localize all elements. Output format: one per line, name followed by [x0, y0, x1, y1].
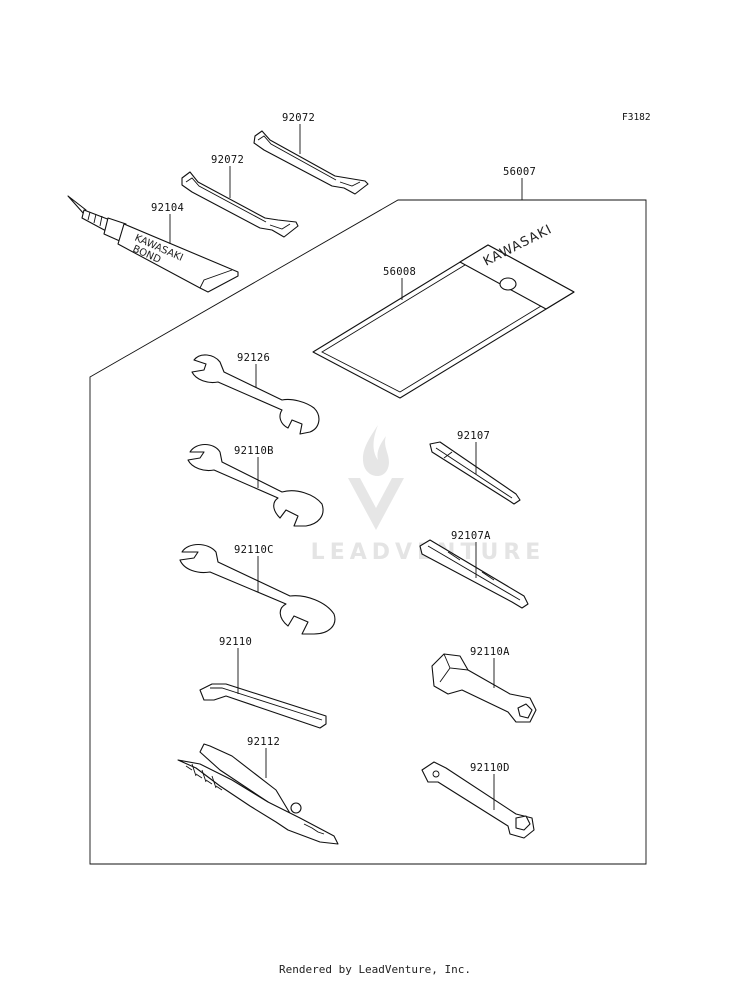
strap-upper[interactable] [253, 130, 369, 195]
pliers-92112[interactable] [177, 743, 339, 845]
figure-id: F3182 [622, 112, 651, 123]
part-label-92072-upper[interactable]: 92072 [282, 112, 315, 124]
part-label-92110[interactable]: 92110 [219, 636, 252, 648]
strap-lower[interactable] [181, 171, 299, 238]
hex-key-92110[interactable] [199, 683, 327, 729]
part-label-92126[interactable]: 92126 [237, 352, 270, 364]
part-label-92110c[interactable]: 92110C [234, 544, 274, 556]
socket-wrench-92110a[interactable] [431, 653, 537, 723]
part-labels: 92072 92072 92104 56007 56008 92126 9211… [151, 112, 536, 774]
footer-credit: Rendered by LeadVenture, Inc. [278, 963, 472, 976]
wrench-92126[interactable] [191, 354, 320, 435]
tool-pouch[interactable]: KAWASAKI [312, 222, 575, 399]
wrench-92110b[interactable] [187, 443, 324, 527]
part-label-92072-lower[interactable]: 92072 [211, 154, 244, 166]
part-label-56008[interactable]: 56008 [383, 266, 416, 278]
part-label-92110d[interactable]: 92110D [470, 762, 510, 774]
part-label-92107[interactable]: 92107 [457, 430, 490, 442]
part-label-92110b[interactable]: 92110B [234, 445, 274, 457]
socket-wrench-92110d[interactable] [421, 761, 535, 839]
screwdriver-92107[interactable] [429, 441, 521, 505]
part-label-92112[interactable]: 92112 [247, 736, 280, 748]
screwdriver-92107a[interactable] [419, 539, 529, 609]
part-label-56007[interactable]: 56007 [503, 166, 536, 178]
leader-lines [169, 124, 523, 810]
part-label-92107a[interactable]: 92107A [451, 530, 491, 542]
part-label-92110a[interactable]: 92110A [470, 646, 510, 658]
part-label-92104[interactable]: 92104 [151, 202, 184, 214]
wrench-92110c[interactable] [179, 543, 336, 635]
kit-boundary-outline [89, 199, 647, 865]
